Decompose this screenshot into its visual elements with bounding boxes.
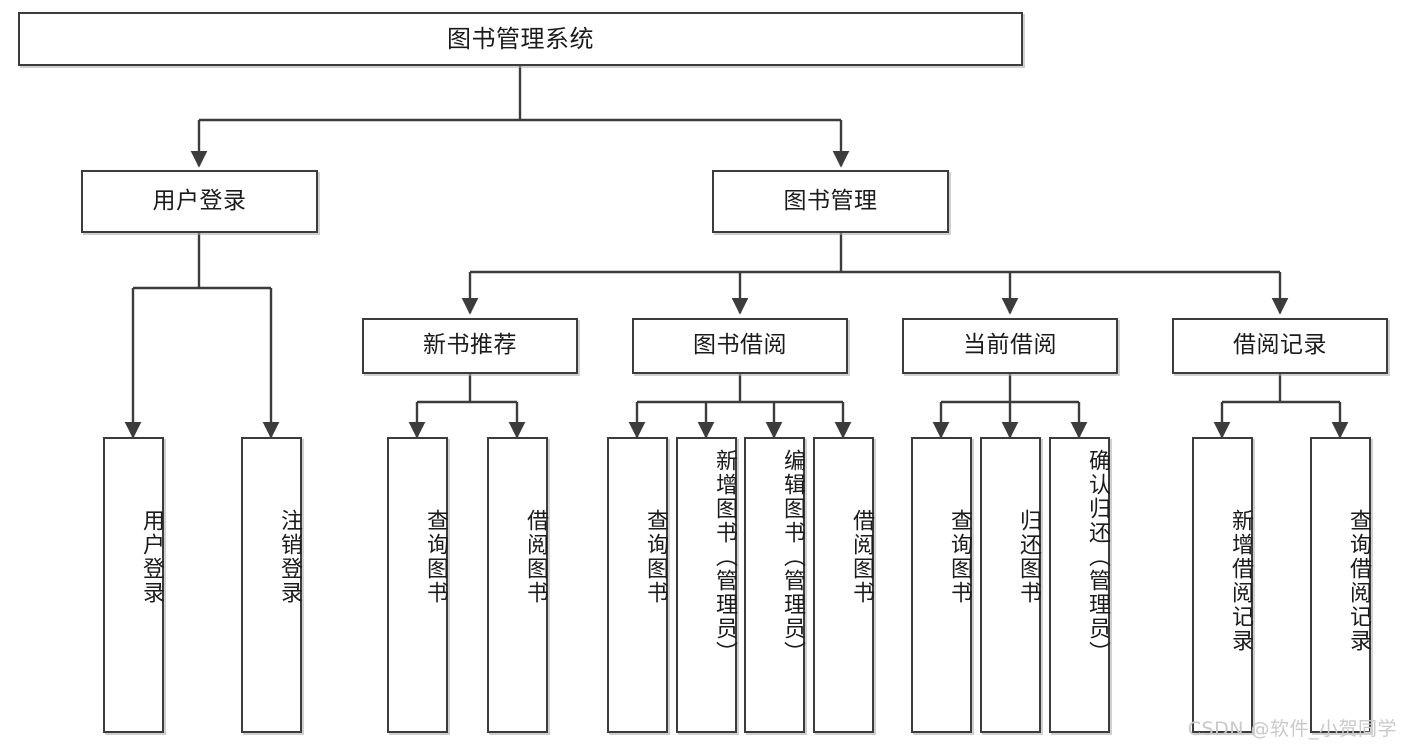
node-leaf-return-book-label: 归还图书 <box>1016 509 1041 605</box>
node-current-borrow[interactable]: 当前借阅 <box>902 318 1118 374</box>
node-current-borrow-label: 当前借阅 <box>963 332 1057 359</box>
node-leaf-newbook-borrow-book[interactable]: 借阅图书 <box>487 437 548 733</box>
node-leaf-bookborrow-borrow-book[interactable]: 借阅图书 <box>813 437 874 733</box>
node-leaf-logout[interactable]: 注销登录 <box>241 437 302 733</box>
node-book-management[interactable]: 图书管理 <box>712 170 949 233</box>
node-root-system[interactable]: 图书管理系统 <box>18 12 1023 66</box>
node-leaf-bookborrow-query-book[interactable]: 查询图书 <box>607 437 668 733</box>
node-leaf-newbook-query-book-label: 查询图书 <box>423 509 448 605</box>
node-leaf-query-borrow-record-label: 查询借阅记录 <box>1346 509 1371 653</box>
node-leaf-add-book-admin-label: 新增图书（管理员） <box>712 449 737 665</box>
node-leaf-logout-label: 注销登录 <box>277 509 302 605</box>
node-root-system-label: 图书管理系统 <box>447 24 594 53</box>
node-leaf-add-borrow-record-label: 新增借阅记录 <box>1228 509 1253 653</box>
node-leaf-add-book-admin[interactable]: 新增图书（管理员） <box>676 437 737 733</box>
node-leaf-user-login[interactable]: 用户登录 <box>103 437 164 733</box>
node-book-borrow-label: 图书借阅 <box>693 332 787 359</box>
node-leaf-newbook-borrow-book-label: 借阅图书 <box>523 509 548 605</box>
node-user-login-label: 用户登录 <box>152 187 247 214</box>
node-user-login[interactable]: 用户登录 <box>81 170 318 233</box>
node-new-book-recommend[interactable]: 新书推荐 <box>362 318 578 374</box>
node-leaf-edit-book-admin-label: 编辑图书（管理员） <box>780 449 805 665</box>
node-leaf-user-login-label: 用户登录 <box>139 509 164 605</box>
node-borrow-record-label: 借阅记录 <box>1233 332 1327 359</box>
node-leaf-add-borrow-record[interactable]: 新增借阅记录 <box>1192 437 1253 733</box>
node-book-management-label: 图书管理 <box>783 187 878 214</box>
node-leaf-return-book[interactable]: 归还图书 <box>980 437 1041 733</box>
node-leaf-edit-book-admin[interactable]: 编辑图书（管理员） <box>744 437 805 733</box>
node-leaf-currentborrow-query-book-label: 查询图书 <box>947 509 972 605</box>
node-new-book-recommend-label: 新书推荐 <box>423 332 517 359</box>
node-leaf-confirm-return-admin-label: 确认归还（管理员） <box>1085 449 1110 665</box>
node-leaf-bookborrow-query-book-label: 查询图书 <box>643 509 668 605</box>
node-leaf-query-borrow-record[interactable]: 查询借阅记录 <box>1310 437 1371 733</box>
node-leaf-newbook-query-book[interactable]: 查询图书 <box>387 437 448 733</box>
node-leaf-bookborrow-borrow-book-label: 借阅图书 <box>849 509 874 605</box>
node-book-borrow[interactable]: 图书借阅 <box>632 318 848 374</box>
csdn-watermark: CSDN @软件_小贺同学 <box>1187 718 1397 740</box>
node-borrow-record[interactable]: 借阅记录 <box>1172 318 1388 374</box>
node-leaf-currentborrow-query-book[interactable]: 查询图书 <box>911 437 972 733</box>
node-leaf-confirm-return-admin[interactable]: 确认归还（管理员） <box>1049 437 1110 733</box>
